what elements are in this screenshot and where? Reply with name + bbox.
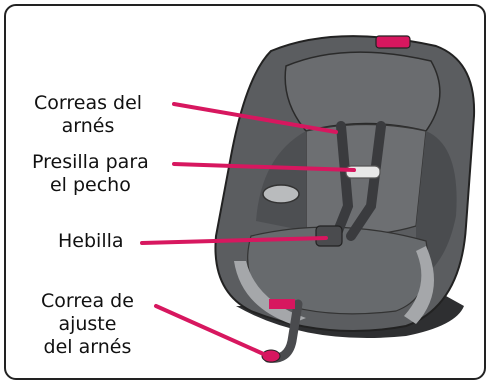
label-line: el pecho	[49, 174, 131, 196]
label-line: del arnés	[43, 336, 132, 358]
label-line: Presilla para	[32, 151, 149, 173]
label-line: ajuste	[58, 313, 117, 335]
leader-adjust-strap	[154, 304, 270, 358]
label-buckle: Hebilla	[58, 230, 124, 253]
headrest	[284, 51, 441, 132]
label-harness-adjust-strap: Correa de ajuste del arnés	[41, 290, 134, 359]
adjust-strap-tab	[261, 349, 281, 363]
car-seat-illustration	[140, 35, 476, 363]
headrest-handle	[375, 35, 411, 49]
label-line: arnés	[61, 115, 115, 137]
leader-buckle	[140, 236, 328, 245]
leader-chest-clip	[172, 162, 356, 172]
label-line: Hebilla	[58, 230, 124, 252]
cup-holder	[262, 184, 300, 204]
buckle	[315, 225, 343, 247]
leader-lines	[140, 102, 356, 358]
label-chest-clip: Presilla para el pecho	[32, 151, 149, 197]
label-line: Correas del	[34, 92, 143, 114]
label-line: Correa de	[41, 290, 134, 312]
side-wing-left	[256, 131, 306, 231]
diagram-frame: Correas del arnés Presilla para el pecho…	[4, 4, 486, 380]
label-harness-straps: Correas del arnés	[34, 92, 142, 138]
trim-right	[404, 246, 434, 324]
harness-strap-right	[346, 121, 386, 241]
adjust-strap-cover	[269, 299, 295, 309]
leader-harness-straps	[172, 102, 338, 134]
chest-clip	[345, 165, 381, 179]
